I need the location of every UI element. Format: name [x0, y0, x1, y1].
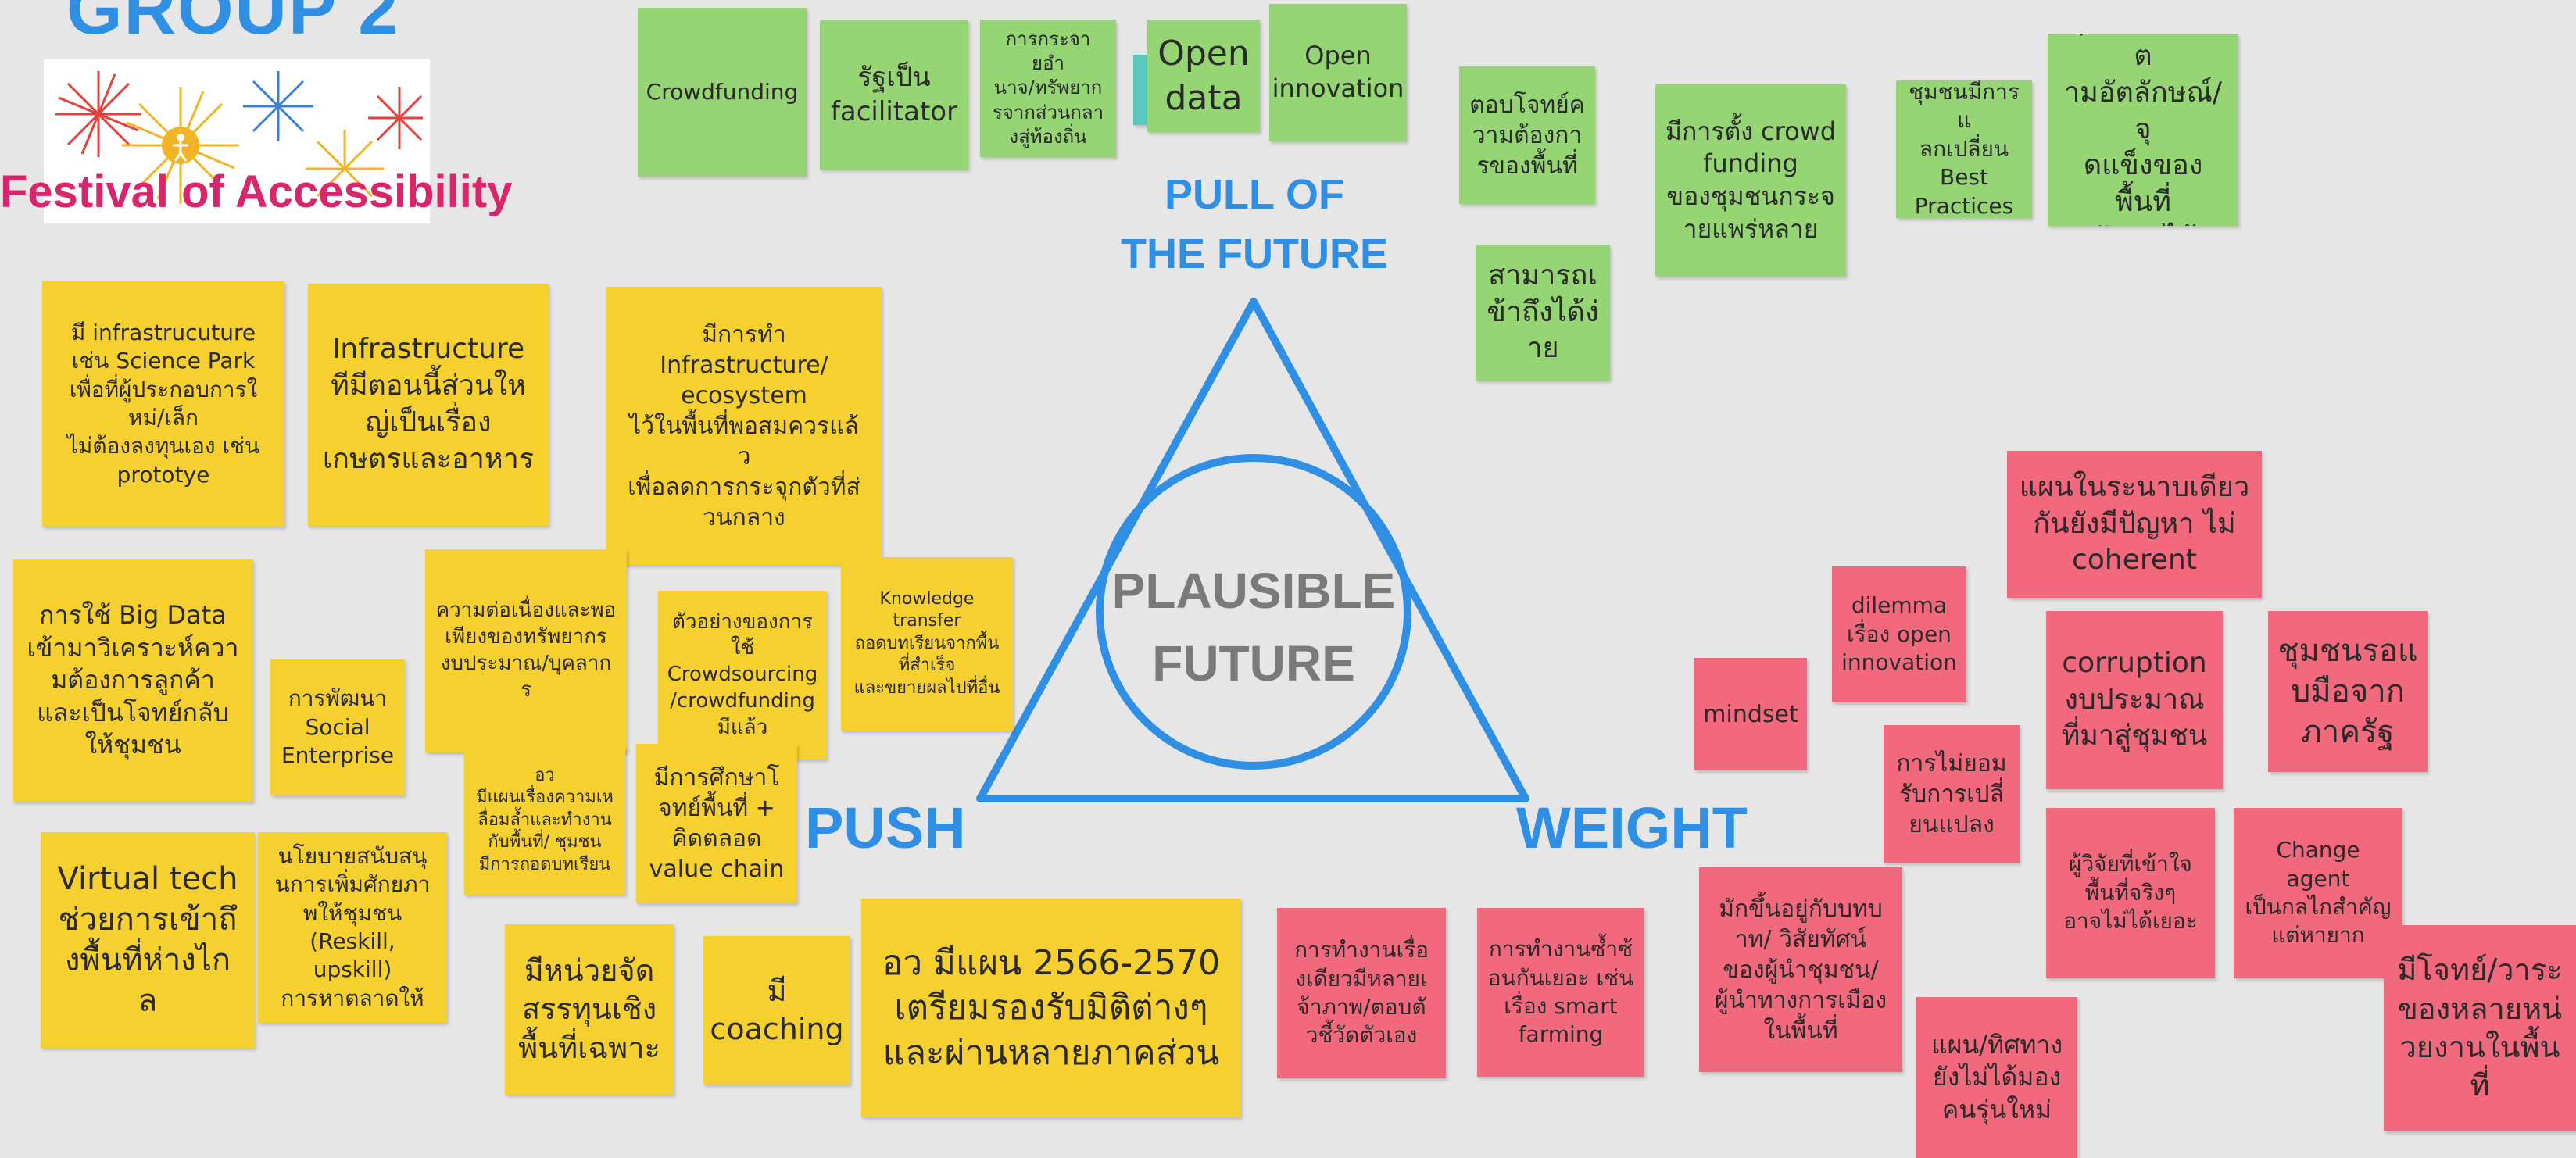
plausible-future-triangle: [976, 298, 1530, 802]
sticky-note-push: Knowledge transfer ถอดบทเรียนจากพื้น ที่…: [841, 557, 1013, 731]
push-label: PUSH: [805, 795, 966, 860]
sticky-note-pull: สามารถเ ข้าถึงได้ง่ าย: [1476, 245, 1610, 381]
sticky-note-push: อว มีแผนเรื่องความเห ลื่อมล้ำและทำงาน กั…: [464, 746, 625, 895]
sticky-note-pull: Open data: [1147, 20, 1260, 132]
sticky-note-weight: การทำงานซ้ำซ้ อนกันเยอะ เช่น เรื่อง smar…: [1477, 908, 1644, 1077]
sticky-note-push: อว มีแผน 2566-2570 เตรียมรองรับมิติต่างๆ…: [861, 899, 1241, 1117]
sticky-note-pull: ชุมชนมีการแ ลกเปลี่ยน Best Practices: [1896, 80, 2032, 218]
sticky-note-push: มี infrastrucuture เช่น Science Park เพื…: [42, 281, 284, 527]
sticky-note-push: ความต่อเนื่องและพอ เพียงของทรัพยากร งบปร…: [425, 549, 627, 752]
pull-label: PULL OF THE FUTURE: [1121, 171, 1388, 277]
sticky-note-pull: รัฐเป็น facilitator: [820, 20, 968, 170]
sticky-note-weight: corruption งบประมาณ ที่มาสู่ชุมชน: [2046, 611, 2223, 789]
center-label: PLAUSIBLE FUTURE: [1111, 563, 1396, 692]
sticky-note-push: มี coaching: [703, 936, 850, 1085]
sticky-note-push: มีการศึกษาโ จทย์พื้นที่ + คิดตลอด value …: [636, 744, 797, 903]
festival-logo: [44, 59, 430, 223]
logo-title: Festival of Accessibility: [0, 166, 513, 217]
sticky-note-pull: มีการตั้ง crowd funding ของชุมชนกระจ ายแ…: [1655, 84, 1846, 277]
sticky-note-push: มีหน่วยจัด สรรทุนเชิง พื้นที่เฉพาะ: [505, 924, 674, 1095]
sticky-note-weight: ชุมชนรอแ บมือจาก ภาครัฐ: [2268, 611, 2428, 772]
sticky-note-push: มีการทำ Infrastructure/ ecosystem ไว้ในพ…: [606, 287, 882, 565]
sticky-note-push: นโยบายสนับสนุ นการเพิ่มศักยภา พให้ชุมชน …: [258, 832, 447, 1023]
sticky-note-weight: มักขึ้นอยู่กับบทบ าท/ วิสัยทัศน์ ของผู้น…: [1699, 867, 1902, 1072]
sticky-note-weight: แผนในระนาบเดียว กันยังมีปัญหา ไม่ cohere…: [2007, 451, 2262, 598]
sticky-note-pull: ชุมชนพัฒนาต ามอัตลักษณ์/จุ ดแข็งของพื้นท…: [2048, 34, 2238, 226]
sticky-note-push: การใช้ Big Data เข้ามาวิเคราะห์ควา มต้อง…: [13, 559, 253, 802]
sticky-note-push: Virtual tech ช่วยการเข้าถึ งพื้นที่ห่างไ…: [41, 832, 255, 1048]
sticky-note-push: Infrastructure ทีมีตอนนี้ส่วนให ญ่เป็นเร…: [308, 284, 549, 526]
sticky-note-weight: การไม่ยอม รับการเปลี่ ยนแปลง: [1884, 725, 2020, 863]
fireworks-icon: [55, 71, 423, 204]
sticky-note-weight: การทำงานเรื่อ งเดียวมีหลายเ จ้าภาพ/ตอบตั…: [1277, 908, 1446, 1078]
sticky-note-weight: มีโจทย์/วาระ ของหลายหน่ วยงานในพื้น ที่: [2384, 925, 2576, 1131]
sticky-note-weight: dilemma เรื่อง open innovation: [1832, 566, 1966, 702]
sticky-note-push: การพัฒนา Social Enterprise: [270, 659, 405, 795]
sticky-note-push: ตัวอย่างของการ ใช้ Crowdsourcing /crowdf…: [658, 591, 827, 759]
sticky-note-weight: mindset: [1694, 658, 1807, 770]
weight-label: WEIGHT: [1516, 795, 1748, 860]
sticky-note-weight: แผน/ทิศทาง ยังไม่ได้มอง คนรุ่นใหม่: [1916, 997, 2077, 1158]
sticky-note-pull: Open innovation: [1269, 4, 1407, 141]
sticky-note-pull: ตอบโจทย์ค วามต้องกา รของพื้นที่: [1459, 66, 1595, 204]
sticky-note-pull: การกระจายอำ นาจ/ทรัพยาก รจากส่วนกลา งสู่…: [980, 20, 1116, 157]
sticky-note-weight: ผู้วิจัยที่เข้าใจ พื้นที่จริงๆ อาจไม่ได้…: [2046, 808, 2215, 978]
sticky-note-weight: Change agent เป็นกลไกสำคัญ แต่หายาก: [2234, 808, 2402, 978]
board-title: GROUP 2: [66, 0, 400, 49]
sticky-note-pull: Crowdfunding: [638, 8, 807, 177]
